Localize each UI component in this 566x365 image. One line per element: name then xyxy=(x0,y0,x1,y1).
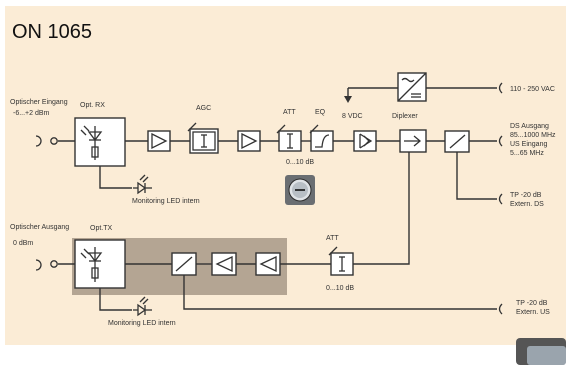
ds-range-label: 85...1000 MHz xyxy=(510,132,556,139)
us-range-label: 5...65 MHz xyxy=(510,150,544,157)
att-label: ATT xyxy=(283,109,296,116)
monitoring-led-label-1: Monitoring LED intern xyxy=(132,198,200,205)
eq-label: EQ xyxy=(315,109,326,116)
us-input-label: US Eingang xyxy=(510,141,547,148)
monitoring-led-label-2: Monitoring LED intern xyxy=(108,320,176,327)
opt-tx-label: Opt.TX xyxy=(90,225,113,232)
att-label-2: ATT xyxy=(326,235,339,242)
eq-block xyxy=(311,131,333,151)
optical-output-level: 0 dBm xyxy=(13,240,33,247)
tp-ds-label: Extern. DS xyxy=(510,201,544,208)
att-adjust-knob-icon xyxy=(285,175,315,205)
supply-voltage-label: 8 VDC xyxy=(342,113,363,120)
mains-voltage-label: 110 - 250 VAC xyxy=(510,86,555,93)
opt-rx-label: Opt. RX xyxy=(80,102,105,109)
att-range-label: 0...10 dB xyxy=(286,159,314,166)
att-range-label-2: 0...10 dB xyxy=(326,285,354,292)
tp-ds-level: TP -20 dB xyxy=(510,192,542,199)
opt-tx-block xyxy=(75,240,125,288)
optical-input-level: -6...+2 dBm xyxy=(13,110,50,117)
ds-output-label: DS Ausgang xyxy=(510,123,549,130)
optical-output-label: Optischer Ausgang xyxy=(10,224,69,231)
agc-label: AGC xyxy=(196,105,211,112)
opt-rx-block xyxy=(75,118,125,166)
tp-us-level: TP -20 dB xyxy=(516,300,548,307)
tp-us-label: Extern. US xyxy=(516,309,550,316)
diplexer-label: Diplexer xyxy=(392,113,418,120)
rx-amplifier-3 xyxy=(354,131,376,151)
device-photo-corner xyxy=(516,338,566,365)
page-title: ON 1065 xyxy=(12,21,92,43)
optical-input-label: Optischer Eingang xyxy=(10,99,68,106)
